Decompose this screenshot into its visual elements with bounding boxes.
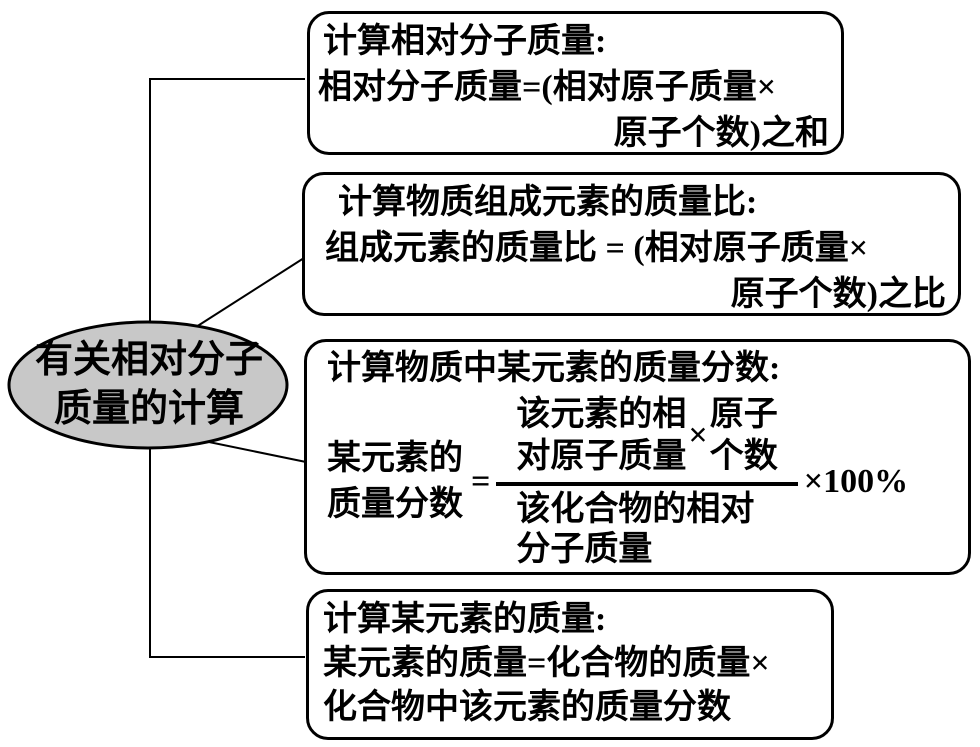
box-molecular-mass-formula-line2: 原子个数)之和: [613, 115, 829, 152]
box-molecular-mass: 计算相对分子质量: 相对分子质量=(相对原子质量× 原子个数)之和: [307, 11, 844, 155]
formula-lhs: 某元素的 质量分数: [327, 436, 463, 528]
box-element-mass-formula-line1: 某元素的质量=化合物的质量×: [323, 645, 770, 682]
connector-top-elbow: [149, 78, 305, 324]
numerator-left-line2: 对原子质量: [516, 438, 687, 475]
box-element-mass-title: 计算某元素的质量:: [323, 601, 607, 638]
box-element-mass-fraction: 计算物质中某元素的质量分数: 某元素的 质量分数 = 该元素的相 对原子质量 ×…: [304, 339, 971, 575]
numerator-right-line2: 个数: [709, 438, 778, 475]
denominator-line2: 分子质量: [516, 531, 653, 568]
denominator-line1: 该化合物的相对: [516, 491, 755, 528]
box-element-mass-formula-line2: 化合物中该元素的质量分数: [323, 689, 731, 726]
box-element-mass-fraction-title: 计算物质中某元素的质量分数:: [327, 350, 781, 387]
formula-lhs-line1: 某元素的: [327, 440, 463, 477]
mass-fraction-formula: 某元素的 质量分数 = 该元素的相 对原子质量 × 原子 个数 该: [327, 394, 960, 570]
fraction-numerator: 该元素的相 对原子质量 × 原子 个数: [496, 394, 798, 486]
numerator-right-stack: 原子 个数: [710, 394, 778, 478]
numerator-left-stack: 该元素的相 对原子质量: [516, 394, 686, 478]
equals-sign: =: [471, 463, 491, 500]
connector-diagonal-upper: [195, 257, 305, 328]
box-element-mass-ratio-formula-line2: 原子个数)之比: [730, 276, 946, 313]
box-molecular-mass-formula-line1: 相对分子质量=(相对原子质量×: [318, 69, 777, 106]
connector-diagonal-lower: [203, 440, 307, 463]
root-node-line2: 质量的计算: [53, 388, 244, 430]
box-molecular-mass-title: 计算相对分子质量:: [323, 23, 607, 60]
numerator-left-line1: 该元素的相: [516, 396, 687, 433]
box-element-mass-ratio: 计算物质组成元素的质量比: 组成元素的质量比 = (相对原子质量× 原子个数)之…: [302, 172, 961, 316]
fraction-denominator: 该化合物的相对 分子质量: [496, 486, 797, 570]
box-element-mass-ratio-title: 计算物质组成元素的质量比:: [338, 184, 758, 221]
percent-suffix: ×100%: [803, 463, 909, 500]
multiply-sign: ×: [688, 417, 708, 454]
connector-bottom-elbow: [149, 446, 305, 658]
box-element-mass: 计算某元素的质量: 某元素的质量=化合物的质量× 化合物中该元素的质量分数: [306, 589, 834, 740]
root-node-ellipse: [7, 320, 289, 450]
root-node-line1: 有关相对分子: [34, 339, 263, 381]
formula-lhs-line2: 质量分数: [327, 486, 463, 523]
box-element-mass-ratio-formula-line1: 组成元素的质量比 = (相对原子质量×: [325, 230, 869, 267]
numerator-right-line1: 原子: [709, 396, 778, 433]
root-node-label: 有关相对分子 质量的计算: [10, 323, 288, 447]
formula-fraction: 该元素的相 对原子质量 × 原子 个数 该化合物的相对 分子质量: [496, 394, 798, 570]
